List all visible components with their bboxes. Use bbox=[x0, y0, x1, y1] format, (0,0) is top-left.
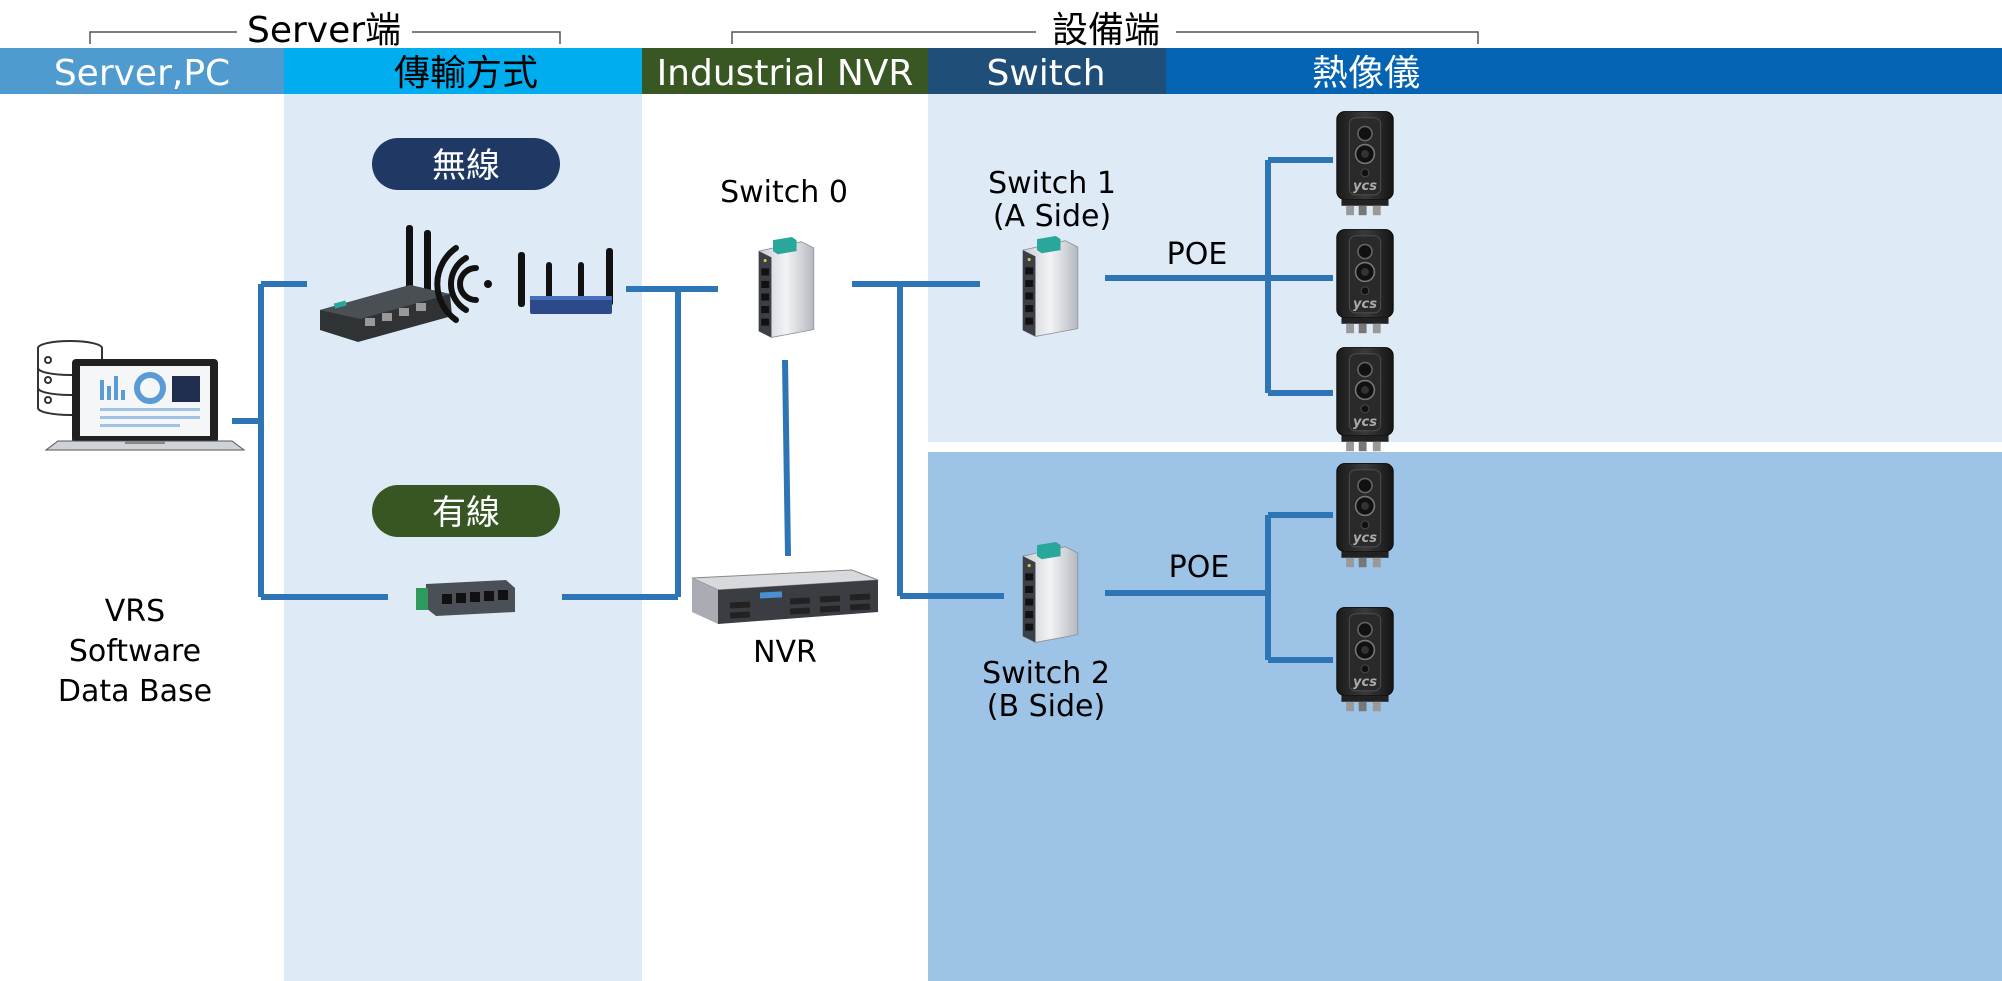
camera-brand-mark: ycs bbox=[1353, 675, 1377, 690]
camera-brand-mark: ycs bbox=[1353, 297, 1377, 312]
camera-a-2: ycs bbox=[1335, 228, 1395, 334]
panel-switch-b bbox=[928, 452, 2002, 981]
header-col-nvr-bg bbox=[642, 48, 928, 94]
wifi-signal-icon bbox=[434, 245, 492, 323]
switch0-label: Switch 0 bbox=[720, 175, 848, 210]
switch2-icon bbox=[1022, 542, 1079, 643]
header-col-camera: 熱像儀 bbox=[1312, 53, 1420, 94]
thermal-camera-icon bbox=[1335, 228, 1395, 334]
panel-transmission bbox=[284, 94, 642, 981]
device-group-label: 設備端 bbox=[1052, 10, 1160, 51]
server-label-line-2: Software bbox=[69, 634, 201, 669]
thermal-camera-icon bbox=[1335, 346, 1395, 452]
camera-a-3: ycs bbox=[1335, 346, 1395, 452]
nvr-icon bbox=[691, 569, 879, 624]
poe-label-b: POE bbox=[1169, 550, 1230, 585]
wireless-gateway-icon bbox=[320, 225, 452, 342]
header-col-switch-bg bbox=[928, 48, 1166, 94]
switch1-label-line-2: (A Side) bbox=[993, 199, 1111, 234]
switch0-icon bbox=[758, 237, 815, 338]
wired-pill bbox=[372, 485, 560, 537]
camera-brand-mark: ycs bbox=[1353, 179, 1377, 194]
camera-b-1: ycs bbox=[1335, 462, 1395, 568]
server-group-bracket bbox=[89, 31, 561, 44]
camera-b-2: ycs bbox=[1335, 606, 1395, 712]
wireless-router-icon bbox=[518, 248, 613, 314]
wired-switch-icon bbox=[416, 580, 515, 616]
thermal-camera-icon bbox=[1335, 110, 1395, 216]
server-laptop-icon bbox=[37, 340, 246, 451]
header-col-switch: Switch bbox=[986, 53, 1105, 94]
panel-switch-a bbox=[928, 94, 2002, 442]
server-label-line-1: VRS bbox=[105, 594, 165, 629]
device-group-bracket bbox=[731, 31, 1479, 44]
header-col-camera-bg bbox=[1166, 48, 2002, 94]
switch2-label-line-2: (B Side) bbox=[987, 689, 1105, 724]
camera-brand-mark: ycs bbox=[1353, 415, 1377, 430]
header-col-nvr: Industrial NVR bbox=[657, 53, 914, 94]
header-col-server-bg bbox=[0, 48, 284, 94]
wireless-pill bbox=[372, 138, 560, 190]
thermal-camera-icon bbox=[1335, 462, 1395, 568]
wireless-label: 無線 bbox=[432, 146, 500, 186]
thermal-camera-icon bbox=[1335, 606, 1395, 712]
switch1-label-line-1: Switch 1 bbox=[988, 166, 1116, 201]
nvr-label: NVR bbox=[753, 635, 817, 670]
server-label-line-3: Data Base bbox=[58, 674, 212, 709]
header-col-transmission: 傳輸方式 bbox=[394, 53, 538, 94]
header-col-transmission-bg bbox=[284, 48, 642, 94]
header-col-server: Server,PC bbox=[54, 53, 230, 94]
camera-a-1: ycs bbox=[1335, 110, 1395, 216]
switch1-icon bbox=[1022, 236, 1079, 337]
poe-label-a: POE bbox=[1167, 237, 1228, 272]
camera-brand-mark: ycs bbox=[1353, 531, 1377, 546]
switch2-label-line-1: Switch 2 bbox=[982, 656, 1110, 691]
server-group-label: Server端 bbox=[247, 10, 401, 51]
header-bar: Server,PC 傳輸方式 Industrial NVR Switch 熱像儀 bbox=[0, 48, 2002, 94]
wired-label: 有線 bbox=[432, 493, 500, 533]
connection-lines bbox=[232, 157, 1333, 663]
